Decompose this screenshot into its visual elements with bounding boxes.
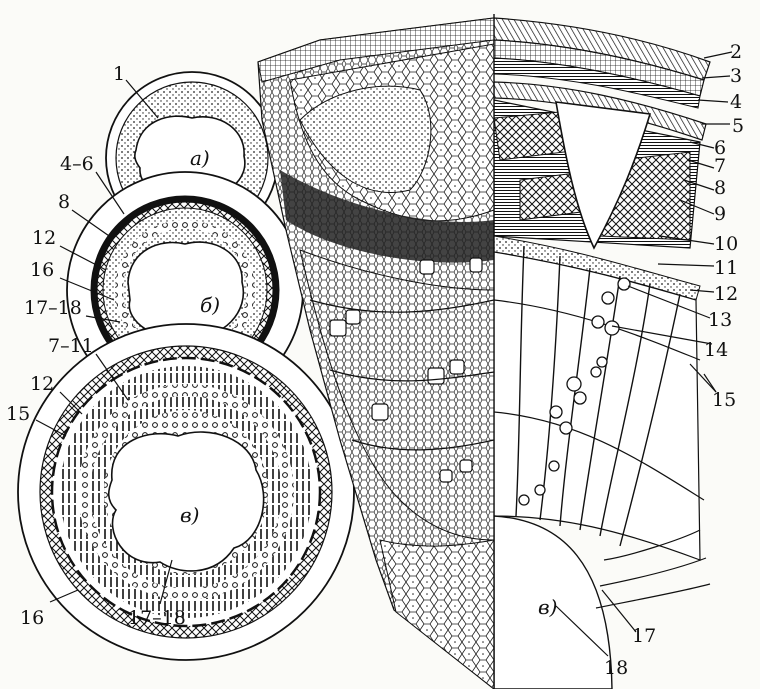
label-9: 9 <box>714 203 726 225</box>
wedge-cellular-half <box>257 17 494 689</box>
label-12-left-v: 12 <box>30 373 54 395</box>
panel-label-v-left: в) <box>180 503 199 527</box>
label-7-11: 7–11 <box>48 335 94 357</box>
label-4-6: 4–6 <box>60 153 94 175</box>
wedge-schematic-half <box>494 17 711 689</box>
label-15: 15 <box>712 389 736 411</box>
panel-label-b: б) <box>200 293 220 317</box>
section-v <box>17 323 355 661</box>
label-8-left: 8 <box>58 191 70 213</box>
left-leaders <box>35 79 173 605</box>
label-1: 1 <box>113 63 125 85</box>
label-15-left: 15 <box>6 403 30 425</box>
label-13: 13 <box>708 309 732 331</box>
label-12-left-b: 12 <box>32 227 56 249</box>
label-17-18-left-v: 17–18 <box>128 607 186 629</box>
label-16-left-v: 16 <box>20 607 44 629</box>
label-3: 3 <box>730 65 742 87</box>
label-8: 8 <box>714 177 726 199</box>
label-10: 10 <box>714 233 738 255</box>
label-2: 2 <box>730 41 742 63</box>
panel-label-v-right: в) <box>538 595 557 619</box>
label-16-left-b: 16 <box>30 259 54 281</box>
label-12: 12 <box>714 283 738 305</box>
label-11: 11 <box>714 257 738 279</box>
label-7: 7 <box>714 155 726 177</box>
label-5: 5 <box>732 115 744 137</box>
right-leaders <box>555 51 733 657</box>
label-14: 14 <box>704 339 728 361</box>
label-4: 4 <box>730 91 742 113</box>
panel-label-a: а) <box>190 146 210 170</box>
label-17-18-left-b: 17–18 <box>24 297 82 319</box>
label-6: 6 <box>714 137 726 159</box>
label-18: 18 <box>604 657 628 679</box>
label-17: 17 <box>632 625 656 647</box>
